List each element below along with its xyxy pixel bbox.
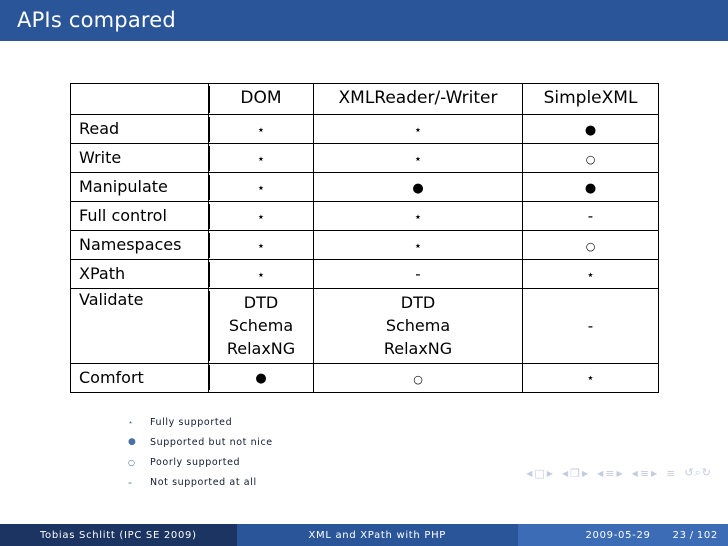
validate-reader-item: Schema [385, 316, 451, 336]
table-row: Read ⋆ ⋆ ● [70, 114, 659, 144]
cell-manipulate-dom: ⋆ [256, 180, 266, 196]
cell-write-simplexml: ○ [585, 153, 596, 167]
legend: ⋆ Fully supported ● Supported but not ni… [128, 412, 273, 492]
table-row: Full control ⋆ ⋆ - [70, 201, 659, 231]
cell-validate-simplexml: - [587, 316, 594, 335]
star-icon: ⋆ [128, 417, 134, 427]
column-header-simplexml: SimpleXML [522, 83, 659, 115]
table-row: Namespaces ⋆ ⋆ ○ [70, 230, 659, 260]
nav-group-frame[interactable]: ◀ ❐ ▶ [562, 467, 588, 480]
cell-write-reader: ⋆ [413, 151, 423, 167]
table-row: Manipulate ⋆ ● ● [70, 172, 659, 202]
prev-subsection-icon[interactable]: ◀ [597, 468, 604, 478]
footer-page-number: 23/102 [673, 530, 718, 541]
cell-full-control-reader: ⋆ [413, 209, 423, 225]
prev-slide-icon[interactable]: ◀ [526, 468, 533, 478]
cell-namespaces-dom: ⋆ [256, 238, 266, 254]
frame-header: APIs compared [0, 0, 728, 41]
cell-read-reader: ⋆ [413, 122, 423, 138]
section-icon[interactable]: ≡ [639, 466, 650, 480]
beamer-navigation-bar[interactable]: ◀ □ ▶ ◀ ❐ ▶ ◀ ≡ ▶ ◀ ≡ ▶ ≡ ↺⌕↻ [526, 466, 712, 480]
cell-read-dom: ⋆ [256, 122, 266, 138]
legend-item-fully-supported: ⋆ Fully supported [128, 412, 273, 432]
prev-frame-icon[interactable]: ◀ [561, 468, 569, 478]
cell-read-simplexml: ● [584, 122, 597, 138]
validate-reader-item: DTD [400, 293, 436, 312]
next-subsection-icon[interactable]: ▶ [616, 468, 623, 478]
legend-item-poorly-supported: ○ Poorly supported [128, 452, 273, 472]
cell-manipulate-simplexml: ● [584, 180, 597, 196]
cell-xpath-simplexml: ⋆ [586, 267, 595, 283]
footer-bar: Tobias Schlitt (IPC SE 2009) XML and XPa… [0, 524, 728, 546]
footer-date: 2009-05-29 [585, 529, 651, 541]
cell-full-control-dom: ⋆ [256, 209, 266, 225]
hollow-circle-icon: ○ [128, 457, 136, 467]
cell-full-control-simplexml: - [587, 207, 594, 226]
row-label-namespaces: Namespaces [70, 230, 209, 260]
row-label-validate: Validate [70, 288, 209, 364]
page-current: 23 [672, 529, 687, 541]
page-total: 102 [696, 529, 718, 541]
cell-namespaces-simplexml: ○ [585, 240, 596, 254]
nav-group-slide[interactable]: ◀ □ ▶ [526, 467, 553, 480]
cell-comfort-simplexml: ⋆ [586, 371, 595, 387]
cell-xpath-reader: - [415, 265, 421, 284]
cell-manipulate-reader: ● [412, 180, 424, 196]
next-slide-icon[interactable]: ▶ [546, 468, 553, 478]
footer-author: Tobias Schlitt (IPC SE 2009) [0, 524, 237, 546]
validate-reader-item: RelaxNG [383, 339, 453, 359]
subsection-icon[interactable]: ≡ [605, 466, 615, 480]
table-row: Write ⋆ ⋆ ○ [70, 143, 659, 173]
nav-group-section[interactable]: ◀ ≡ ▶ [632, 467, 658, 480]
validate-dom-item: RelaxNG [226, 339, 296, 359]
legend-label: Fully supported [150, 416, 233, 428]
page-separator: / [689, 529, 694, 541]
cell-comfort-dom: ● [255, 371, 267, 387]
page-title: APIs compared [17, 8, 176, 32]
table-row-validate: Validate DTD Schema RelaxNG DTD Schema R… [70, 288, 659, 364]
row-label-write: Write [70, 143, 209, 173]
cell-namespaces-reader: ⋆ [413, 238, 423, 254]
column-header-dom: DOM [208, 83, 314, 115]
frame-icon[interactable]: ❐ [570, 466, 580, 480]
dash-icon: - [128, 475, 133, 489]
cell-comfort-reader: ○ [413, 372, 423, 386]
document-icon[interactable]: ≡ [666, 466, 676, 480]
next-section-icon[interactable]: ▶ [651, 468, 658, 478]
column-header-feature [70, 83, 209, 115]
validate-dom-item: DTD [243, 293, 279, 312]
legend-label: Supported but not nice [150, 436, 273, 448]
prev-section-icon[interactable]: ◀ [631, 468, 638, 478]
row-label-xpath: XPath [70, 259, 209, 289]
cell-validate-dom: DTD Schema RelaxNG [208, 288, 314, 364]
back-search-forward-icons[interactable]: ↺⌕↻ [684, 466, 712, 479]
footer-subject: XML and XPath with PHP [236, 524, 518, 546]
column-header-xmlreader: XMLReader/-Writer [313, 83, 523, 115]
row-label-comfort: Comfort [70, 362, 209, 393]
row-label-manipulate: Manipulate [70, 172, 209, 202]
legend-item-supported-but-not-nice: ● Supported but not nice [128, 432, 273, 452]
table-header-row: DOM XMLReader/-Writer SimpleXML [70, 83, 659, 115]
api-comparison-table: DOM XMLReader/-Writer SimpleXML Read ⋆ ⋆… [70, 83, 659, 393]
legend-item-not-supported: - Not supported at all [128, 472, 273, 492]
cell-xpath-dom: ⋆ [256, 267, 266, 283]
slide-body: DOM XMLReader/-Writer SimpleXML Read ⋆ ⋆… [0, 41, 728, 505]
filled-circle-icon: ● [128, 437, 137, 447]
footer-meta: 2009-05-29 23/102 [517, 524, 728, 546]
cell-validate-reader: DTD Schema RelaxNG [313, 288, 523, 364]
row-label-read: Read [70, 114, 209, 144]
table-row: XPath ⋆ - ⋆ [70, 259, 659, 289]
validate-dom-item: Schema [228, 316, 294, 336]
row-label-full-control: Full control [70, 201, 209, 231]
nav-group-subsection[interactable]: ◀ ≡ ▶ [597, 467, 623, 480]
next-frame-icon[interactable]: ▶ [581, 468, 589, 478]
cell-write-dom: ⋆ [256, 151, 266, 167]
legend-label: Poorly supported [150, 456, 241, 468]
legend-label: Not supported at all [150, 476, 257, 488]
table-row: Comfort ● ○ ⋆ [70, 362, 659, 393]
slide-icon[interactable]: □ [534, 466, 545, 480]
